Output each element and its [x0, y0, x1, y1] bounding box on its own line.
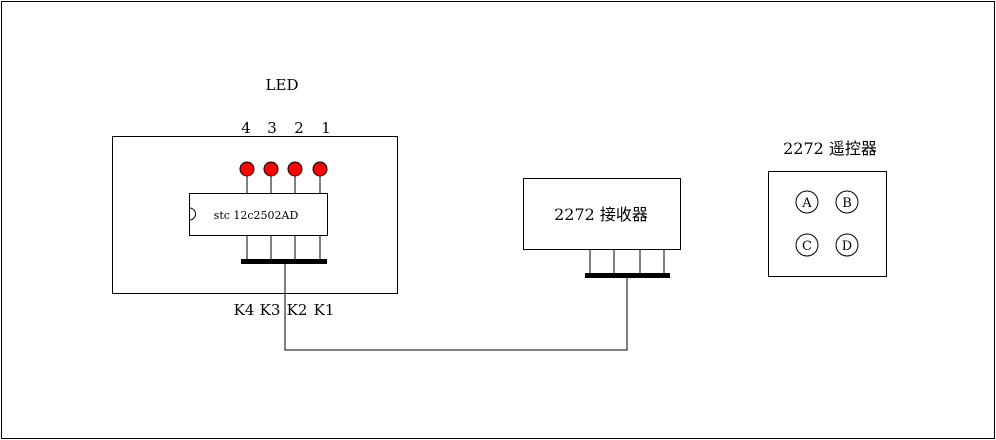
key-label-k1: K1 [314, 301, 335, 319]
receiver-module: 2272 接收器 [523, 178, 681, 278]
led-board: LED 4 3 2 1 stc 12c2502AD K4 K3 K2 K1 [112, 76, 398, 319]
receiver-label: 2272 接收器 [554, 205, 648, 224]
key-label-k2: K2 [287, 301, 308, 319]
remote-button-d-label: D [842, 239, 852, 254]
remote-outline [768, 171, 887, 277]
led-3 [263, 161, 279, 177]
remote-control: 2272 遥控器 A B C D [768, 139, 887, 277]
key-label-k3: K3 [260, 301, 281, 319]
led-number-3: 3 [267, 119, 277, 137]
key-label-k4: K4 [234, 301, 255, 319]
led-board-title: LED [266, 76, 299, 94]
remote-button-a [795, 190, 819, 214]
remote-button-b [835, 190, 859, 214]
mcu-chip [189, 193, 328, 236]
remote-button-b-label: B [842, 196, 852, 211]
receiver-connector-bar [585, 273, 670, 278]
remote-button-c [795, 233, 819, 257]
led-number-2: 2 [294, 119, 304, 137]
led-board-outline [112, 136, 398, 294]
led-number-1: 1 [321, 119, 331, 137]
led-1 [312, 161, 328, 177]
connection-wire [284, 264, 628, 351]
led-2 [287, 161, 303, 177]
key-connector-bar [241, 259, 327, 264]
receiver-outline [523, 178, 681, 250]
remote-button-d [835, 233, 859, 257]
remote-button-a-label: A [801, 196, 812, 211]
led-number-4: 4 [241, 119, 251, 137]
remote-title: 2272 遥控器 [783, 139, 877, 158]
mcu-chip-label: stc 12c2502AD [214, 209, 299, 222]
remote-button-c-label: C [802, 239, 812, 254]
chip-notch [189, 207, 196, 221]
led-4 [239, 161, 255, 177]
